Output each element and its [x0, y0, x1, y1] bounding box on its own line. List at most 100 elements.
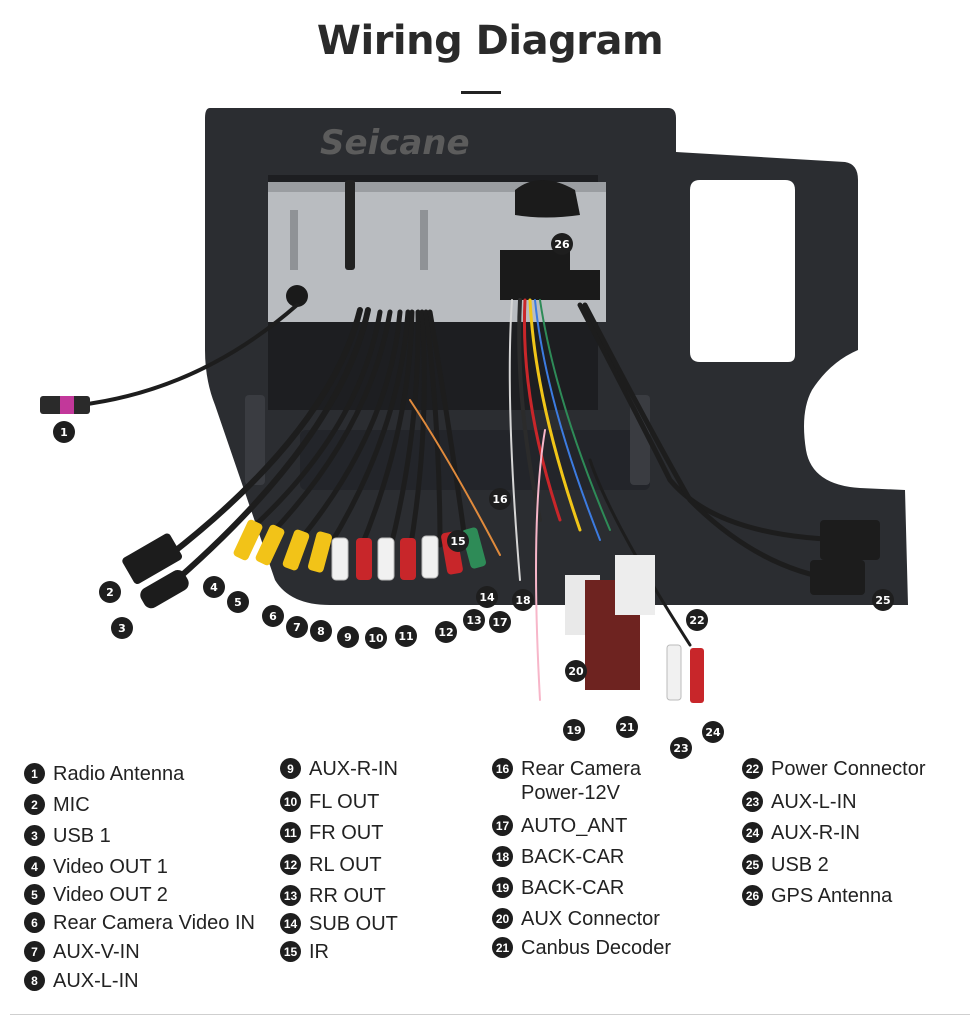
svg-text:11: 11	[398, 630, 413, 643]
legend-number: 17	[492, 815, 513, 836]
legend-number: 26	[742, 885, 763, 906]
legend-item: 3 USB 1	[24, 824, 111, 848]
svg-text:8: 8	[317, 625, 325, 638]
marker-6: 6	[262, 605, 284, 627]
legend-label: AUX-R-IN	[309, 758, 398, 780]
svg-text:5: 5	[234, 596, 242, 609]
page-title: Wiring Diagram	[316, 18, 664, 64]
legend-number: 18	[492, 846, 513, 867]
legend-number: 23	[742, 791, 763, 812]
marker-3: 3	[111, 617, 133, 639]
legend-item: 2 MIC	[24, 793, 90, 817]
legend-item: 22 Power Connector	[742, 757, 926, 781]
marker-18: 18	[512, 589, 534, 611]
legend-item: 19 BACK-CAR	[492, 876, 624, 900]
legend-number: 20	[492, 908, 513, 929]
legend-number: 1	[24, 763, 45, 784]
svg-text:7: 7	[293, 621, 301, 634]
marker-11: 11	[395, 625, 417, 647]
legend-label: USB 1	[53, 825, 111, 847]
legend-label: BACK-CAR	[521, 877, 625, 899]
marker-5: 5	[227, 591, 249, 613]
svg-text:6: 6	[269, 610, 277, 623]
legend-number: 15	[280, 941, 301, 962]
legend-number: 12	[280, 854, 301, 875]
legend-label: AUX-R-IN	[771, 822, 860, 844]
legend-number: 8	[24, 970, 45, 991]
legend-label: AUTO_ANT	[521, 815, 628, 837]
legend-number: 25	[742, 854, 763, 875]
legend-item: 26 GPS Antenna	[742, 884, 892, 908]
legend-label: USB 2	[771, 854, 829, 876]
svg-text:21: 21	[619, 721, 634, 734]
legend-label: RR OUT	[309, 885, 386, 907]
svg-text:4: 4	[210, 581, 218, 594]
marker-23: 23	[670, 737, 692, 759]
legend-number: 9	[280, 758, 301, 779]
legend-item: 15 IR	[280, 940, 329, 964]
marker-26: 26	[551, 233, 573, 255]
marker-24: 24	[702, 721, 724, 743]
legend-item: 9 AUX-R-IN	[280, 757, 398, 781]
legend-label: FR OUT	[309, 822, 384, 844]
legend-number: 24	[742, 822, 763, 843]
legend-number: 6	[24, 912, 45, 933]
svg-text:19: 19	[566, 724, 581, 737]
legend-label: AUX-L-IN	[771, 791, 857, 813]
wiring-figure: Seicane	[40, 108, 908, 759]
legend-label: MIC	[53, 794, 90, 816]
legend-item: 17 AUTO_ANT	[492, 814, 627, 838]
legend-label: IR	[309, 941, 329, 963]
marker-14: 14	[476, 586, 498, 608]
svg-text:22: 22	[689, 614, 704, 627]
head-unit-chassis	[268, 180, 606, 322]
svg-text:2: 2	[106, 586, 114, 599]
marker-8: 8	[310, 620, 332, 642]
marker-13: 13	[463, 609, 485, 631]
legend-number: 22	[742, 758, 763, 779]
legend-number: 11	[280, 822, 301, 843]
number-markers: 1 2 3 4 5 6 7 8 9 10 11 12 13 14 15 16 1…	[53, 233, 894, 759]
marker-20: 20	[565, 660, 587, 682]
brand-logo: Seicane	[320, 123, 470, 163]
marker-7: 7	[286, 616, 308, 638]
legend-label: GPS Antenna	[771, 885, 893, 907]
svg-text:3: 3	[118, 622, 126, 635]
legend-item: 13 RR OUT	[280, 884, 386, 908]
svg-text:23: 23	[673, 742, 688, 755]
svg-text:18: 18	[515, 594, 530, 607]
legend-label: AUX-L-IN	[53, 970, 139, 992]
legend-number: 13	[280, 885, 301, 906]
legend-number: 21	[492, 937, 513, 958]
marker-9: 9	[337, 626, 359, 648]
legend-number: 2	[24, 794, 45, 815]
svg-text:16: 16	[492, 493, 508, 506]
connectors	[40, 396, 880, 703]
svg-text:13: 13	[466, 614, 481, 627]
legend-item: 1 Radio Antenna	[24, 762, 184, 786]
legend-number: 19	[492, 877, 513, 898]
svg-text:15: 15	[450, 535, 465, 548]
marker-21: 21	[616, 716, 638, 738]
svg-text:17: 17	[492, 616, 507, 629]
marker-25: 25	[872, 589, 894, 611]
legend-label: Power Connector	[771, 758, 926, 780]
title-underline	[461, 91, 501, 94]
legend-label: Radio Antenna	[53, 763, 185, 785]
legend-number: 7	[24, 941, 45, 962]
legend-number: 3	[24, 825, 45, 846]
svg-text:1: 1	[60, 426, 68, 439]
marker-15: 15	[447, 530, 469, 552]
legend-item: 11 FR OUT	[280, 821, 383, 845]
legend-number: 16	[492, 758, 513, 779]
legend-label: BACK-CAR	[521, 846, 625, 868]
marker-12: 12	[435, 621, 457, 643]
